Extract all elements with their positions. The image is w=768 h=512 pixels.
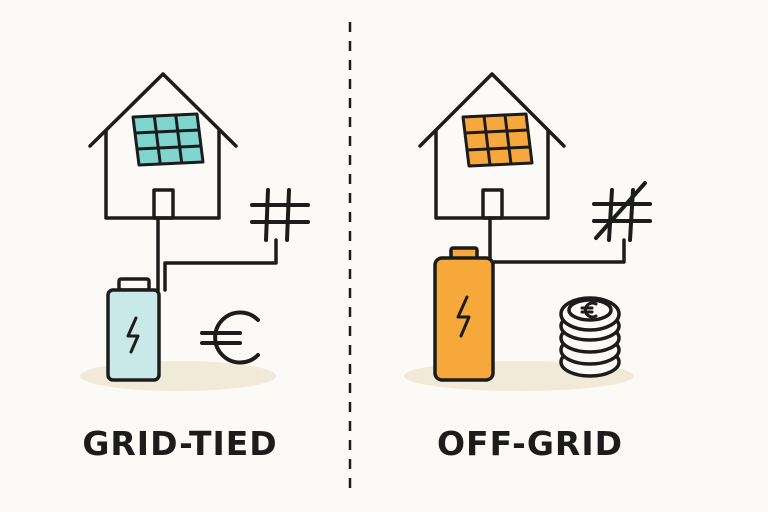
battery-icon	[433, 246, 495, 382]
off-grid-panel	[404, 72, 652, 391]
grid-crossed-icon	[592, 181, 652, 242]
wiring	[488, 216, 626, 264]
house-icon	[418, 72, 566, 220]
house-icon	[88, 72, 238, 220]
wiring	[156, 216, 278, 292]
off-grid-label: OFF-GRID	[437, 424, 623, 463]
euro-icon	[200, 310, 260, 365]
battery-icon	[106, 277, 161, 382]
grid-icon	[250, 188, 310, 242]
grid-tied-panel	[80, 72, 310, 391]
euro-coin-stack-icon	[559, 296, 621, 378]
grid-tied-label: GRID-TIED	[82, 424, 278, 463]
lightning-icon	[456, 295, 471, 338]
solar-panel-icon	[131, 112, 205, 167]
solar-panel-icon	[461, 112, 534, 168]
lightning-icon	[126, 316, 140, 354]
